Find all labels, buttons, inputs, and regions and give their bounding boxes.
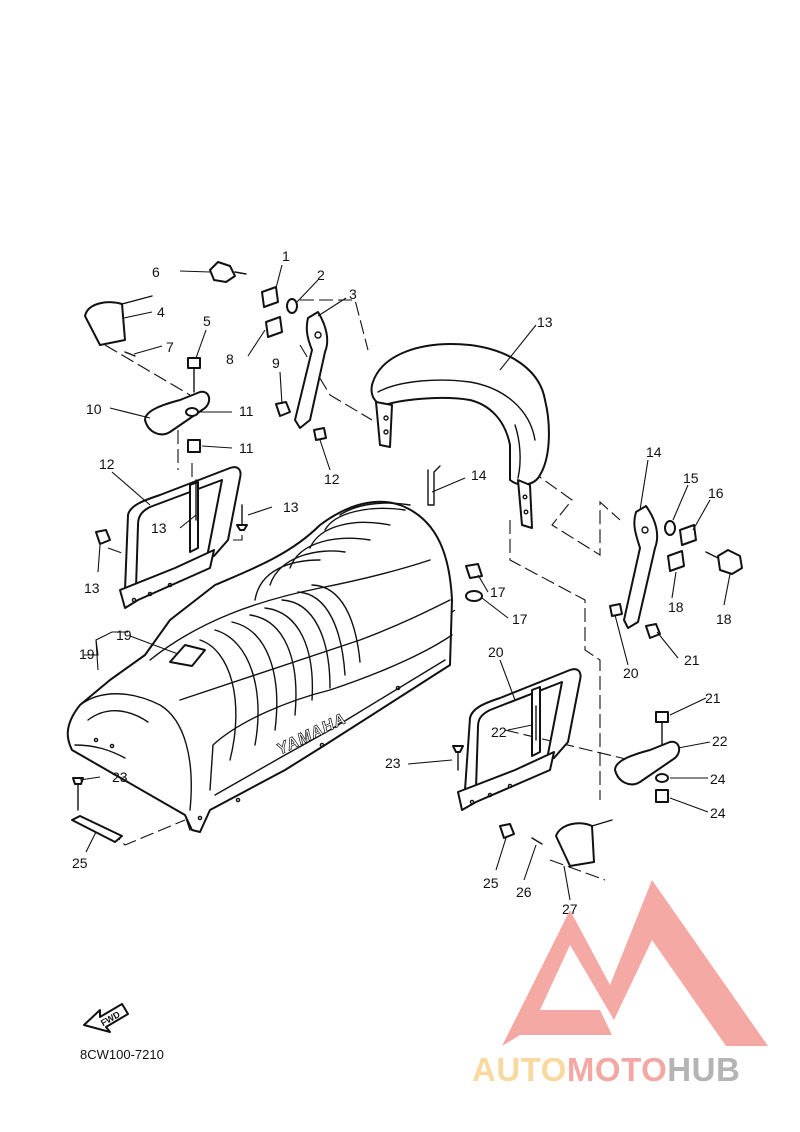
callout-14-right: 22 <box>712 733 728 749</box>
seat-badge <box>169 644 206 667</box>
callout-11-right: 18 <box>716 611 732 627</box>
callout-27: 23 <box>112 769 128 785</box>
callout-19-left: 9 <box>272 355 280 371</box>
cover-left <box>84 301 126 346</box>
callout-13-top: 1 <box>282 248 290 264</box>
callout-14-left: 10 <box>86 401 102 417</box>
callout-24-right: 25 <box>483 875 499 891</box>
callout-18-left: 12 <box>324 471 340 487</box>
callout-21-right: 24 <box>710 805 726 821</box>
backrest-pad <box>370 343 550 529</box>
backrest-bracket-left <box>294 311 329 429</box>
clamp-left <box>144 390 211 436</box>
callout-2: 19 <box>116 627 132 643</box>
callout-18-right: 20 <box>623 665 639 681</box>
callout-26: 25 <box>72 855 88 871</box>
callout-16: 4 <box>157 304 165 320</box>
callout-15: 27 <box>562 901 578 917</box>
callout-8: 12 <box>99 456 115 472</box>
watermark-word-moto: MOTO <box>567 1051 667 1088</box>
callout-23-right: 26 <box>516 884 532 900</box>
callout-9: 14 <box>646 444 662 460</box>
callout-23-left: 7 <box>166 339 174 355</box>
knob-right <box>717 549 743 575</box>
callout-21-left: 11 <box>239 440 254 456</box>
watermark: AUTOMOTOHUB <box>472 880 768 1088</box>
callout-13-right: 16 <box>708 485 724 501</box>
callout-5: 14 <box>471 467 487 483</box>
callout-17-left: 13 <box>283 499 299 515</box>
callout-13-left: 8 <box>226 351 234 367</box>
seat-assembly: YAMAHA <box>66 500 453 833</box>
clamp-right <box>614 740 681 786</box>
drawing-code: 8CW100-7210 <box>80 1047 164 1062</box>
callout-numbers: 6 1 2 3 4 5 7 8 9 10 11 11 12 12 13 13 1… <box>72 248 732 917</box>
callout-10: 3 <box>349 286 357 302</box>
watermark-logo-icon <box>502 880 768 1046</box>
callout-20-left: 5 <box>203 313 211 329</box>
knob-left <box>209 261 236 283</box>
callout-13-right-lower: 18 <box>668 599 684 615</box>
watermark-word-hub: HUB <box>667 1051 740 1088</box>
callout-25-left: 13 <box>151 520 167 536</box>
backrest-bracket-right <box>623 505 659 629</box>
leader-lines <box>79 264 731 901</box>
callout-11-left: 6 <box>152 264 160 280</box>
callout-6: 13 <box>537 314 553 330</box>
callout-1: 19 <box>79 646 95 662</box>
callout-20-right: 21 <box>705 690 721 706</box>
callout-4: 17 <box>512 611 528 627</box>
callout-3: 17 <box>490 584 506 600</box>
callout-12-right: 15 <box>683 470 699 486</box>
cover-right <box>555 822 595 867</box>
callout-22-right: 24 <box>710 771 726 787</box>
callout-12-left: 2 <box>317 267 325 283</box>
hardware-parts <box>71 261 743 867</box>
callout-24-left: 13 <box>84 580 100 596</box>
grab-frame-right <box>457 668 582 811</box>
fwd-arrow: FWD <box>83 1003 129 1033</box>
callout-22-left: 11 <box>239 403 254 419</box>
grab-frame-left <box>119 466 242 609</box>
svg-text:AUTOMOTOHUB: AUTOMOTOHUB <box>472 1051 740 1088</box>
callout-25-right: 22 <box>491 724 507 740</box>
callout-19-right: 21 <box>684 652 700 668</box>
callout-17-right: 23 <box>385 755 401 771</box>
callout-7: 20 <box>488 644 504 660</box>
watermark-word-auto: AUTO <box>472 1051 567 1088</box>
